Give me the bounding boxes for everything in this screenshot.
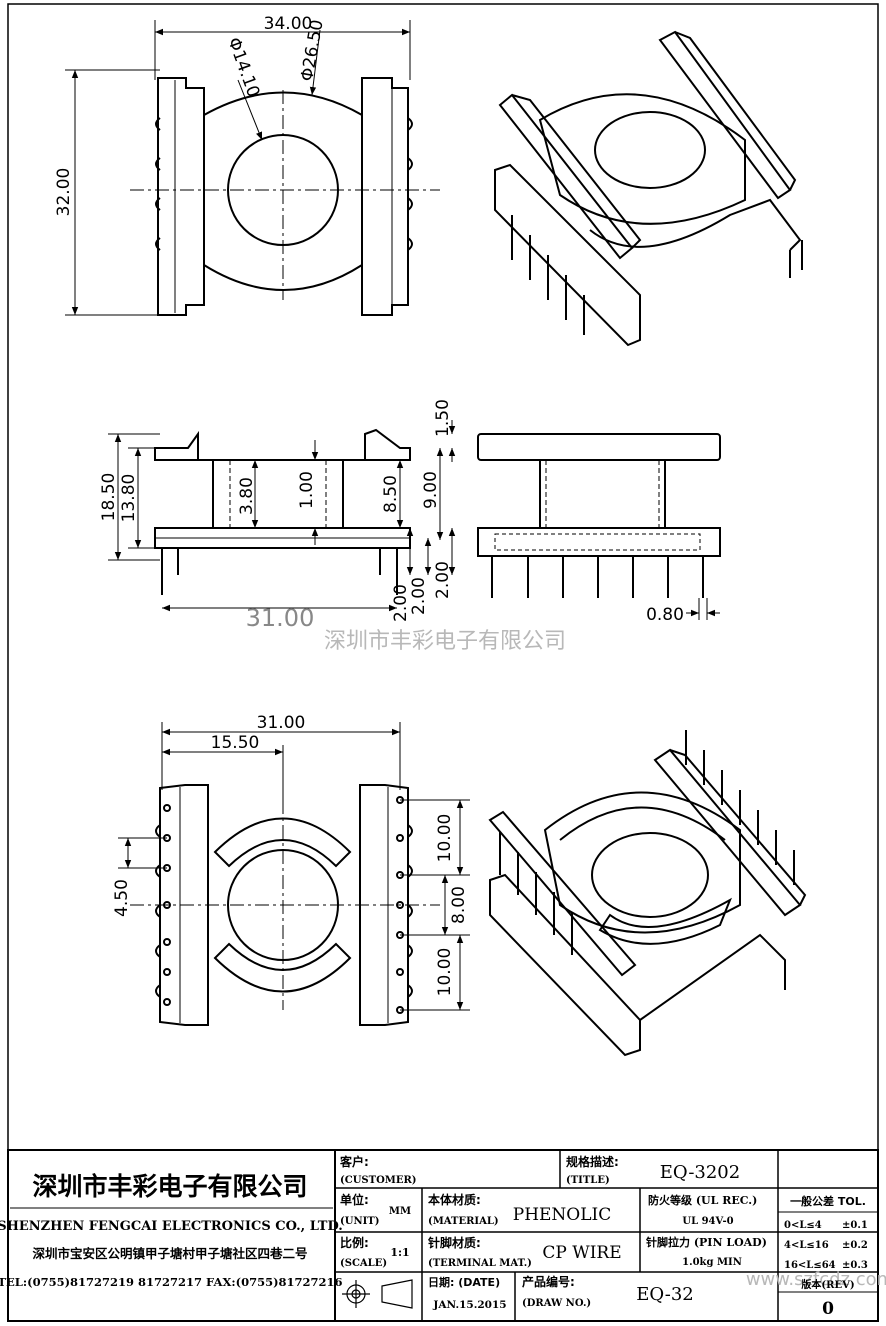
dim-side-two-c: 2.00: [433, 561, 453, 599]
company-name-en: SHENZHEN FENGCAI ELECTRONICS CO., LTD.: [0, 1219, 343, 1234]
title-label-en: (TITLE): [566, 1175, 610, 1186]
side-view-dimensions: [108, 420, 456, 612]
side-view: [154, 428, 411, 595]
dim-pin-diameter: 0.80: [646, 605, 684, 625]
drawno-label: 产品编号:: [522, 1274, 575, 1289]
iso-view-top: [494, 30, 803, 347]
dim-bottom-pitch: 4.50: [112, 879, 132, 917]
watermark-company: 深圳市丰彩电子有限公司: [324, 629, 566, 654]
watermark-url: www.szfcdz.com: [746, 1269, 886, 1290]
material-label-en: (MATERIAL): [428, 1216, 499, 1227]
dim-side-nine: 9.00: [421, 471, 441, 509]
dim-side-length: 31.00: [246, 604, 315, 632]
company-name-cn: 深圳市丰彩电子有限公司: [32, 1172, 307, 1201]
tol-val-1: ±0.1: [842, 1220, 868, 1231]
sheet-border: [7, 3, 879, 1322]
top-view: [130, 77, 440, 316]
dim-side-flange: 1.50: [433, 399, 453, 437]
pinload-label: 针脚拉力 (PIN LOAD): [646, 1235, 767, 1249]
front-view-dimensions: [686, 598, 720, 620]
material-value: PHENOLIC: [513, 1205, 612, 1225]
fire-label: 防火等级 (UL REC.): [648, 1193, 757, 1207]
company-contact: TEL:(0755)81727219 81727217 FAX:(0755)81…: [0, 1275, 343, 1289]
dim-top-width: 34.00: [264, 14, 313, 34]
drawno-value: EQ-32: [636, 1284, 694, 1305]
company-address: 深圳市宝安区公明镇甲子塘村甲子塘社区四巷二号: [32, 1246, 307, 1261]
front-view: [477, 433, 721, 598]
scale-value: 1:1: [390, 1246, 409, 1259]
terminal-value: CP WIRE: [542, 1243, 621, 1263]
dim-side-body: 13.80: [119, 474, 139, 523]
fire-value: UL 94V-0: [682, 1216, 733, 1227]
date-value: JAN.15.2015: [432, 1299, 506, 1311]
revision-value: 0: [822, 1299, 834, 1319]
dim-side-total: 18.50: [99, 473, 119, 522]
dim-side-wall: 3.80: [237, 477, 257, 515]
unit-label: 单位:: [340, 1192, 369, 1207]
title-label: 规格描述:: [566, 1154, 619, 1169]
projection-symbol: [342, 1279, 413, 1309]
title-value: EQ-3202: [660, 1162, 740, 1183]
tol-val-3: ±0.3: [842, 1260, 868, 1271]
customer-label: 客户:: [339, 1154, 369, 1169]
title-block: [7, 1149, 879, 1322]
scale-label-en: (SCALE): [340, 1258, 387, 1269]
date-label: 日期: (DATE): [428, 1275, 500, 1289]
dim-phi-inner: Φ14.10: [223, 35, 263, 100]
unit-value: MM: [389, 1206, 411, 1217]
revision-label: 版本(REV): [801, 1278, 854, 1291]
tol-range-2: 4<L≤16: [784, 1240, 829, 1251]
dim-side-window: 8.50: [381, 475, 401, 513]
dim-bottom-half: 15.50: [211, 733, 260, 753]
dim-bottom-ten-a: 10.00: [435, 814, 455, 863]
customer-label-en: (CUSTOMER): [340, 1175, 417, 1186]
bottom-view: [130, 784, 440, 1026]
dim-bottom-ten-b: 10.00: [435, 948, 455, 997]
pinload-value: 1.0kg MIN: [682, 1257, 742, 1268]
unit-label-en: (UNIT): [340, 1216, 379, 1227]
dim-bottom-eight: 8.00: [449, 886, 469, 924]
terminal-label: 针脚材质:: [428, 1235, 481, 1250]
scale-label: 比例:: [340, 1235, 369, 1250]
bottom-view-dimensions: [118, 722, 470, 1011]
tol-val-2: ±0.2: [842, 1240, 868, 1251]
material-label: 本体材质:: [428, 1192, 481, 1207]
drawno-label-en: (DRAW NO.): [522, 1298, 591, 1309]
terminal-label-en: (TERMINAL MAT.): [428, 1258, 532, 1269]
dim-side-two-b: 2.00: [409, 577, 429, 615]
top-view-dimensions: [65, 20, 411, 316]
dim-side-gap: 1.00: [297, 471, 317, 509]
tol-range-3: 16<L≤64: [784, 1260, 836, 1271]
dim-side-two-a: 2.00: [391, 584, 411, 622]
tolerance-title: 一般公差 TOL.: [790, 1194, 866, 1208]
iso-view-bottom: [488, 730, 807, 1057]
tol-range-1: 0<L≤4: [784, 1220, 822, 1231]
dim-top-height: 32.00: [54, 168, 74, 217]
dim-bottom-width: 31.00: [257, 713, 306, 733]
